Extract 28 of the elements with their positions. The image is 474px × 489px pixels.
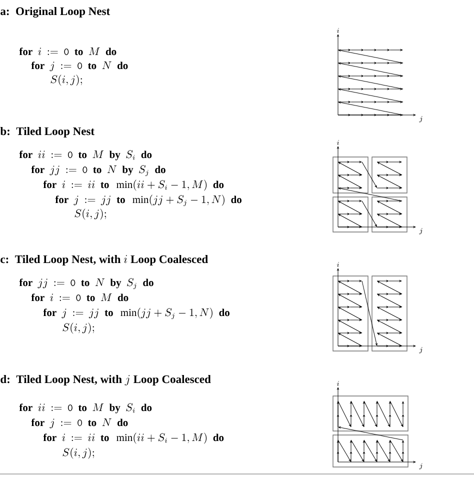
- code-line: $\textbf{for}~~i~~\mathtt{:=}~~\mathtt{0}~~\textbf{to}~~M~~\textbf{do}$: [31, 294, 128, 302]
- axis-label: $j$: [419, 347, 422, 354]
- axis-label: $j$: [419, 116, 422, 122]
- axis-label: $j$: [419, 463, 422, 470]
- code-line: $\textbf{for}~~j~~\mathtt{:=}~~\mathtt{0}~~\textbf{to}~~N~~\textbf{do}$: [31, 62, 128, 72]
- code-line: $S(i,j);$: [50, 74, 82, 86]
- axis-label: $i$: [336, 28, 340, 33]
- code-line: $S(i,j);$: [74, 208, 106, 220]
- code-line: $\textbf{for}~~i~~\mathtt{:=}~~ii~~\textbf{to}~~\min(ii+S_i-1,M)~~\textbf{do}$: [43, 180, 224, 191]
- code-line: $S(i,j);$: [62, 448, 94, 459]
- code-line: $\textbf{for}~~j~~\mathtt{:=}~~\mathtt{0}~~\textbf{to}~~N~~\textbf{do}$: [31, 418, 128, 428]
- code-line: $\textbf{for}~~jj~~\mathtt{:=}~~\mathtt{0}~~\textbf{to}~~N~~\textbf{by}~~S_j~~\textbf{do}$: [19, 278, 154, 290]
- code-line: $\textbf{for}~~ii~~\mathtt{:=}~~\mathtt{0}~~\textbf{to}~~M~~\textbf{by}~~S_i~~\textbf{do}$: [19, 403, 152, 414]
- section-heading: $\textbf{b:~~Tiled Loop Nest}$: [0, 127, 94, 138]
- axis-label: $i$: [336, 262, 340, 267]
- code-line: $\textbf{for}~~j~~\mathtt{:=}~~jj~~\textbf{to}~~\min(jj+S_j-1,N)~~\textbf{do}$: [55, 194, 242, 206]
- code-line: $\textbf{for}~~ii~~\mathtt{:=}~~\mathtt{0}~~\textbf{to}~~M~~\textbf{by}~~S_i~~\textbf{do}$: [19, 150, 152, 160]
- section-heading: $\textbf{a:~~Original Loop Nest}$: [0, 7, 110, 18]
- axis-label: $j$: [419, 228, 422, 234]
- axis-label: $i$: [336, 381, 340, 386]
- axis-label: $i$: [336, 140, 340, 145]
- section-heading: $\textbf{d:~~Tiled Loop Nest, with }j\textbf{ Loop Coalesced}$: [0, 375, 211, 386]
- code-line: $\textbf{for}~~i~~\mathtt{:=}~~\mathtt{0}~~\textbf{to}~~M~~\textbf{do}$: [19, 48, 116, 56]
- code-line: $S(i,j);$: [62, 322, 94, 334]
- code-line: $\textbf{for}~~jj~~\mathtt{:=}~~\mathtt{0}~~\textbf{to}~~N~~\textbf{by}~~S_j~~\textbf{do}$: [31, 165, 166, 176]
- code-line: $\textbf{for}~~j~~\mathtt{:=}~~jj~~\textbf{to}~~\min(jj+S_j-1,N)~~\textbf{do}$: [43, 308, 230, 320]
- section-heading: $\textbf{c:~~Tiled Loop Nest, with }i\textbf{ Loop Coalesced}$: [0, 255, 208, 266]
- code-line: $\textbf{for}~~i~~\mathtt{:=}~~ii~~\textbf{to}~~\min(ii+S_i-1,M)~~\textbf{do}$: [43, 432, 224, 444]
